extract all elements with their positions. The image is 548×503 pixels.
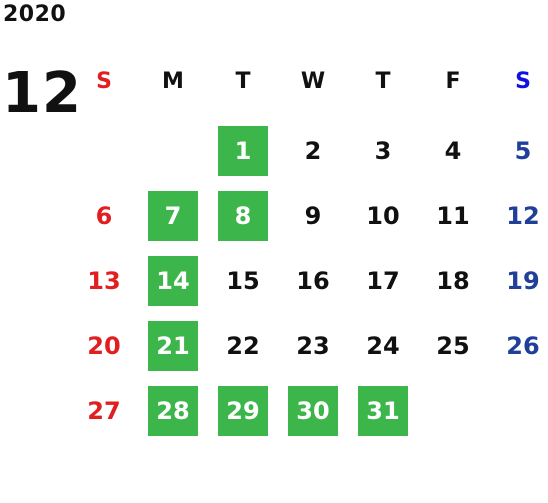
- day-cell: 26: [506, 332, 540, 360]
- day-cell: 2: [304, 137, 322, 165]
- day-cell: 19: [506, 267, 540, 295]
- day-cell: 10: [366, 202, 400, 230]
- day-cell-highlighted: 31: [358, 386, 408, 436]
- day-cell: 17: [366, 267, 400, 295]
- day-cell: 12: [506, 202, 540, 230]
- day-cell-highlighted: 30: [288, 386, 338, 436]
- day-cell: 18: [436, 267, 470, 295]
- day-cell: 22: [226, 332, 260, 360]
- day-cell-highlighted: 14: [148, 256, 198, 306]
- day-cell-highlighted: 21: [148, 321, 198, 371]
- weekday-header-thursday: T: [375, 68, 391, 94]
- weekday-header-tuesday: T: [235, 68, 251, 94]
- weekday-header-friday: F: [445, 68, 461, 94]
- day-cell: 27: [87, 397, 121, 425]
- day-cell: 9: [304, 202, 322, 230]
- day-cell: 23: [296, 332, 330, 360]
- day-cell-highlighted: 8: [218, 191, 268, 241]
- day-cell-highlighted: 28: [148, 386, 198, 436]
- month-label: 12: [2, 61, 82, 126]
- day-cell: 4: [444, 137, 462, 165]
- weekday-header-sunday: S: [96, 68, 112, 94]
- weekday-header-monday: M: [162, 68, 184, 94]
- day-cell-highlighted: 7: [148, 191, 198, 241]
- weekday-header-saturday: S: [515, 68, 531, 94]
- day-cell: 25: [436, 332, 470, 360]
- weekday-header-wednesday: W: [300, 68, 326, 94]
- day-cell: 15: [226, 267, 260, 295]
- day-cell: 13: [87, 267, 121, 295]
- day-cell: 6: [95, 202, 113, 230]
- day-cell-highlighted: 29: [218, 386, 268, 436]
- day-cell: 11: [436, 202, 470, 230]
- day-cell-highlighted: 1: [218, 126, 268, 176]
- day-cell: 16: [296, 267, 330, 295]
- day-cell: 3: [374, 137, 392, 165]
- day-cell: 5: [514, 137, 532, 165]
- day-cell: 24: [366, 332, 400, 360]
- day-cell: 20: [87, 332, 121, 360]
- year-label: 2020: [3, 2, 67, 27]
